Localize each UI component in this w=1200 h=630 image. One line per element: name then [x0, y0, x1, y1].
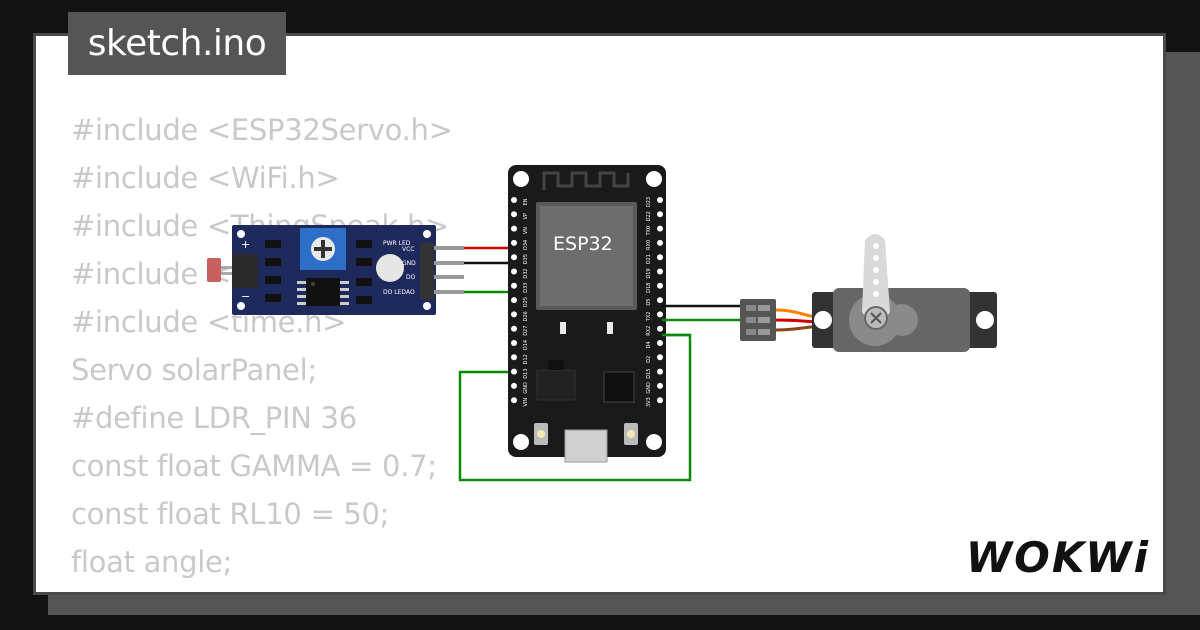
screw-icon	[870, 312, 882, 324]
pin-label: D26	[523, 311, 529, 321]
usb-port	[564, 429, 608, 463]
photoresistor-icon	[207, 258, 221, 282]
code-line: #include <WiFi.h>	[71, 161, 340, 195]
pin-label: D12	[523, 354, 529, 364]
pin-hole[interactable]	[511, 297, 517, 304]
pin-label: RX2	[646, 326, 652, 336]
pin-hole[interactable]	[511, 354, 517, 361]
pin-hole[interactable]	[657, 368, 663, 375]
pin-hole[interactable]	[657, 225, 663, 232]
do-led-label: DO LED	[383, 289, 406, 296]
code-line: #include <ESP32Servo.h>	[71, 113, 453, 147]
pin-label: RX0	[646, 240, 652, 250]
pin-label: TX0	[646, 226, 652, 237]
pin-hole[interactable]	[657, 397, 663, 404]
pin-hole[interactable]	[657, 340, 663, 346]
pin-label: D27	[523, 326, 529, 336]
esp32-board[interactable]: ESP32 ENVPVND34D35D32D33D25D26D27D14D12D…	[508, 165, 666, 463]
pin-label: D25	[523, 297, 529, 307]
pin-label: D33	[523, 283, 529, 293]
code-line: #define LDR_PIN 36	[71, 401, 357, 435]
wires-servo[interactable]	[662, 304, 742, 337]
pin-label: D21	[646, 254, 652, 264]
pin-label: D13	[523, 368, 529, 378]
pin-hole[interactable]	[511, 311, 517, 318]
pin-hole[interactable]	[657, 268, 663, 275]
pin-label: D22	[646, 211, 652, 221]
code-line: Servo solarPanel;	[71, 353, 317, 387]
pin-hole[interactable]	[511, 368, 517, 375]
pin-label-gnd: GND	[402, 260, 416, 267]
pin-hole[interactable]	[511, 268, 517, 275]
plus-label: +	[241, 238, 250, 251]
pin-hole[interactable]	[657, 197, 663, 203]
wokwi-logo: WOKWi	[965, 533, 1150, 582]
pin-hole[interactable]	[657, 239, 663, 246]
pin-label: D32	[523, 268, 529, 278]
pin-hole[interactable]	[511, 254, 517, 261]
pin-hole[interactable]	[511, 211, 517, 218]
pwr-led-label: PWR LED	[383, 240, 411, 247]
pin-hole[interactable]	[657, 211, 663, 218]
servo-horn[interactable]	[862, 234, 890, 323]
code-line: const float GAMMA = 0.7;	[71, 449, 437, 483]
pin-hole[interactable]	[511, 282, 517, 289]
minus-label: −	[241, 290, 250, 303]
code-line: const float RL10 = 50;	[71, 497, 390, 531]
pin-label: D35	[523, 254, 529, 264]
pin-hole[interactable]	[657, 297, 663, 304]
pin-label: D14	[523, 340, 529, 350]
pin-label: D5	[646, 299, 652, 306]
pin-label: D2	[646, 356, 652, 363]
pin-hole[interactable]	[657, 354, 663, 361]
pin-label-vcc: VCC	[402, 246, 414, 253]
pin-hole[interactable]	[511, 239, 517, 246]
pin-hole[interactable]	[511, 225, 517, 232]
pin-label: D4	[646, 341, 652, 348]
pin-hole[interactable]	[511, 325, 517, 332]
pin-label: D23	[646, 197, 652, 207]
led-icon	[376, 254, 404, 282]
pin-label: TX2	[646, 312, 652, 323]
pin-hole[interactable]	[511, 397, 517, 404]
pin-label: D19	[646, 268, 652, 278]
pin-hole[interactable]	[657, 311, 663, 318]
pin-label: VP	[523, 213, 529, 219]
pin-label: D15	[646, 368, 652, 378]
pin-label: EN	[523, 198, 529, 205]
pin-hole[interactable]	[511, 382, 517, 389]
pin-hole[interactable]	[657, 325, 663, 332]
servo-motor[interactable]	[812, 234, 997, 352]
pin-hole[interactable]	[657, 382, 663, 389]
esp32-label: ESP32	[553, 233, 613, 255]
pin-label-ao: AO	[406, 289, 415, 296]
pin-label: GND	[523, 382, 529, 394]
pin-hole[interactable]	[657, 282, 663, 289]
pin-hole[interactable]	[657, 254, 663, 261]
pin-hole[interactable]	[511, 197, 517, 203]
pin-label: 3V3	[646, 397, 652, 407]
pin-label: D34	[523, 240, 529, 250]
pin-label: GND	[646, 382, 652, 394]
pin-label: VIN	[523, 398, 529, 407]
pin-label: D18	[646, 283, 652, 293]
pin-label-do: DO	[406, 274, 416, 281]
ldr-module[interactable]: + − PWR LED DO LED VCC GND	[207, 225, 464, 315]
file-tab[interactable]: sketch.ino	[68, 12, 286, 75]
code-line: float angle;	[71, 545, 232, 579]
pin-label: VN	[523, 227, 529, 234]
pin-hole[interactable]	[511, 340, 517, 346]
